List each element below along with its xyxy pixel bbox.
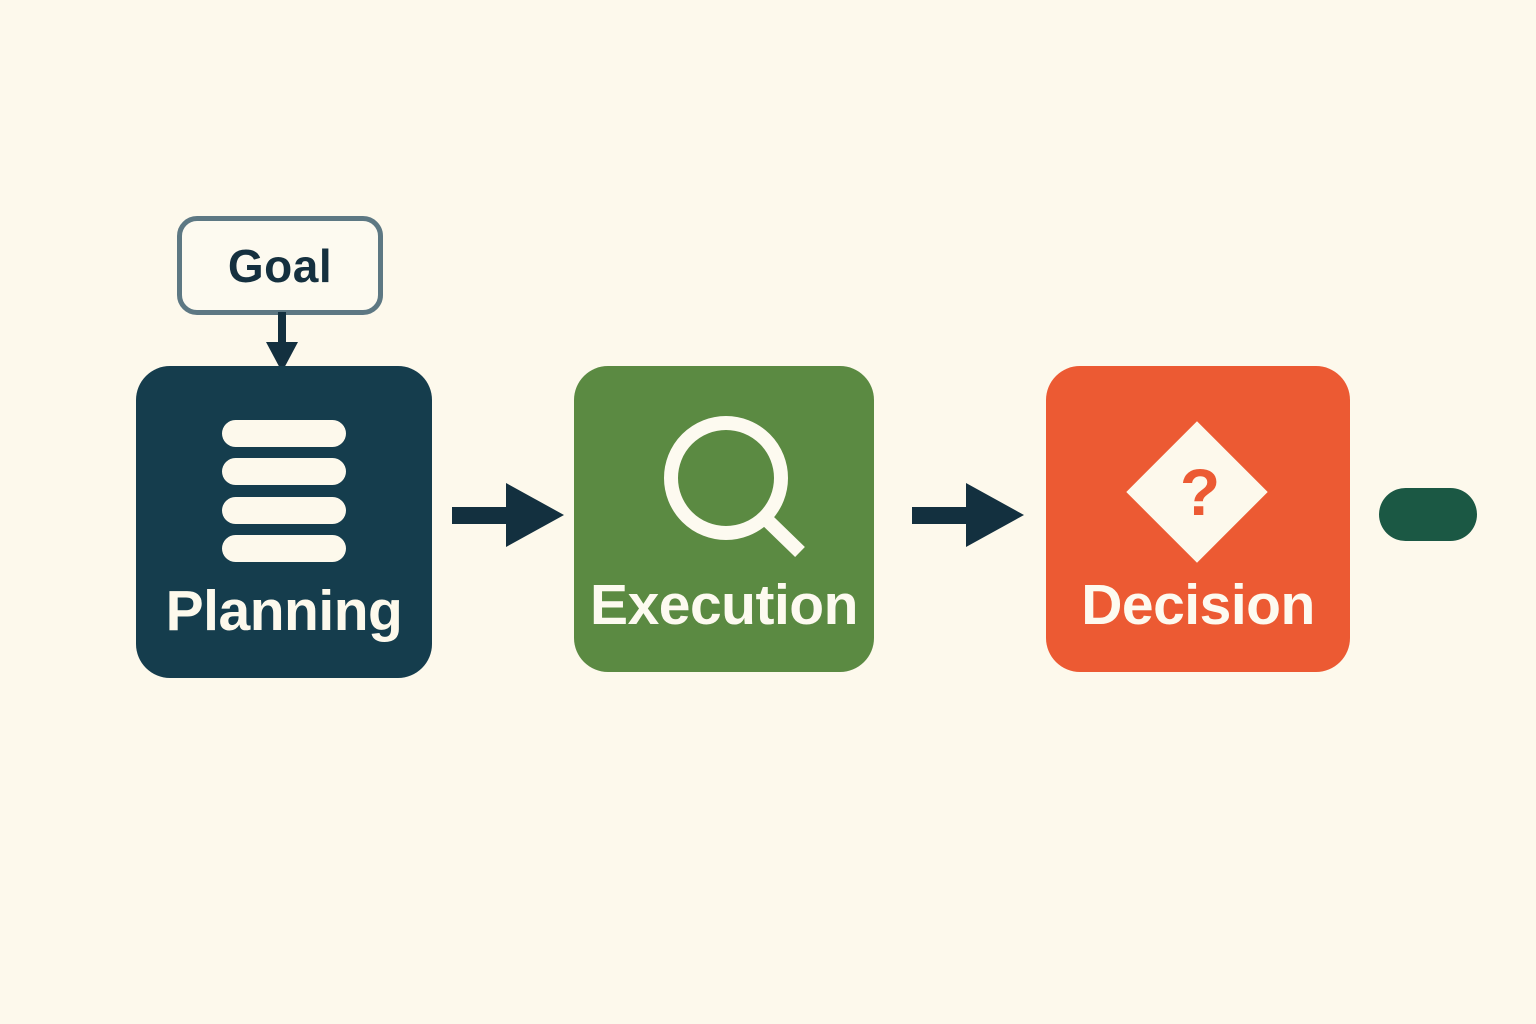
end-marker-pill[interactable]	[1379, 488, 1477, 541]
stage-planning-label: Planning	[165, 579, 403, 643]
diamond-question-icon: ?	[1126, 421, 1268, 563]
list-bar	[222, 496, 346, 524]
list-bar	[222, 534, 346, 562]
arrow-right-icon	[912, 483, 1024, 547]
arrow-down-icon	[266, 312, 298, 372]
stage-planning[interactable]: Planning	[136, 366, 432, 678]
stage-execution-label: Execution	[590, 573, 858, 637]
magnifying-glass-icon	[664, 416, 805, 558]
list-bar	[222, 420, 346, 447]
list-lines-icon	[222, 420, 346, 562]
list-bar	[222, 458, 346, 486]
stage-decision[interactable]: ? Decision	[1046, 366, 1350, 672]
goal-node[interactable]: Goal	[177, 216, 383, 315]
question-mark-glyph: ?	[1179, 455, 1221, 529]
stage-execution[interactable]: Execution	[574, 366, 874, 672]
stage-decision-label: Decision	[1081, 573, 1315, 637]
arrow-right-icon	[452, 483, 564, 547]
goal-label: Goal	[227, 239, 333, 292]
